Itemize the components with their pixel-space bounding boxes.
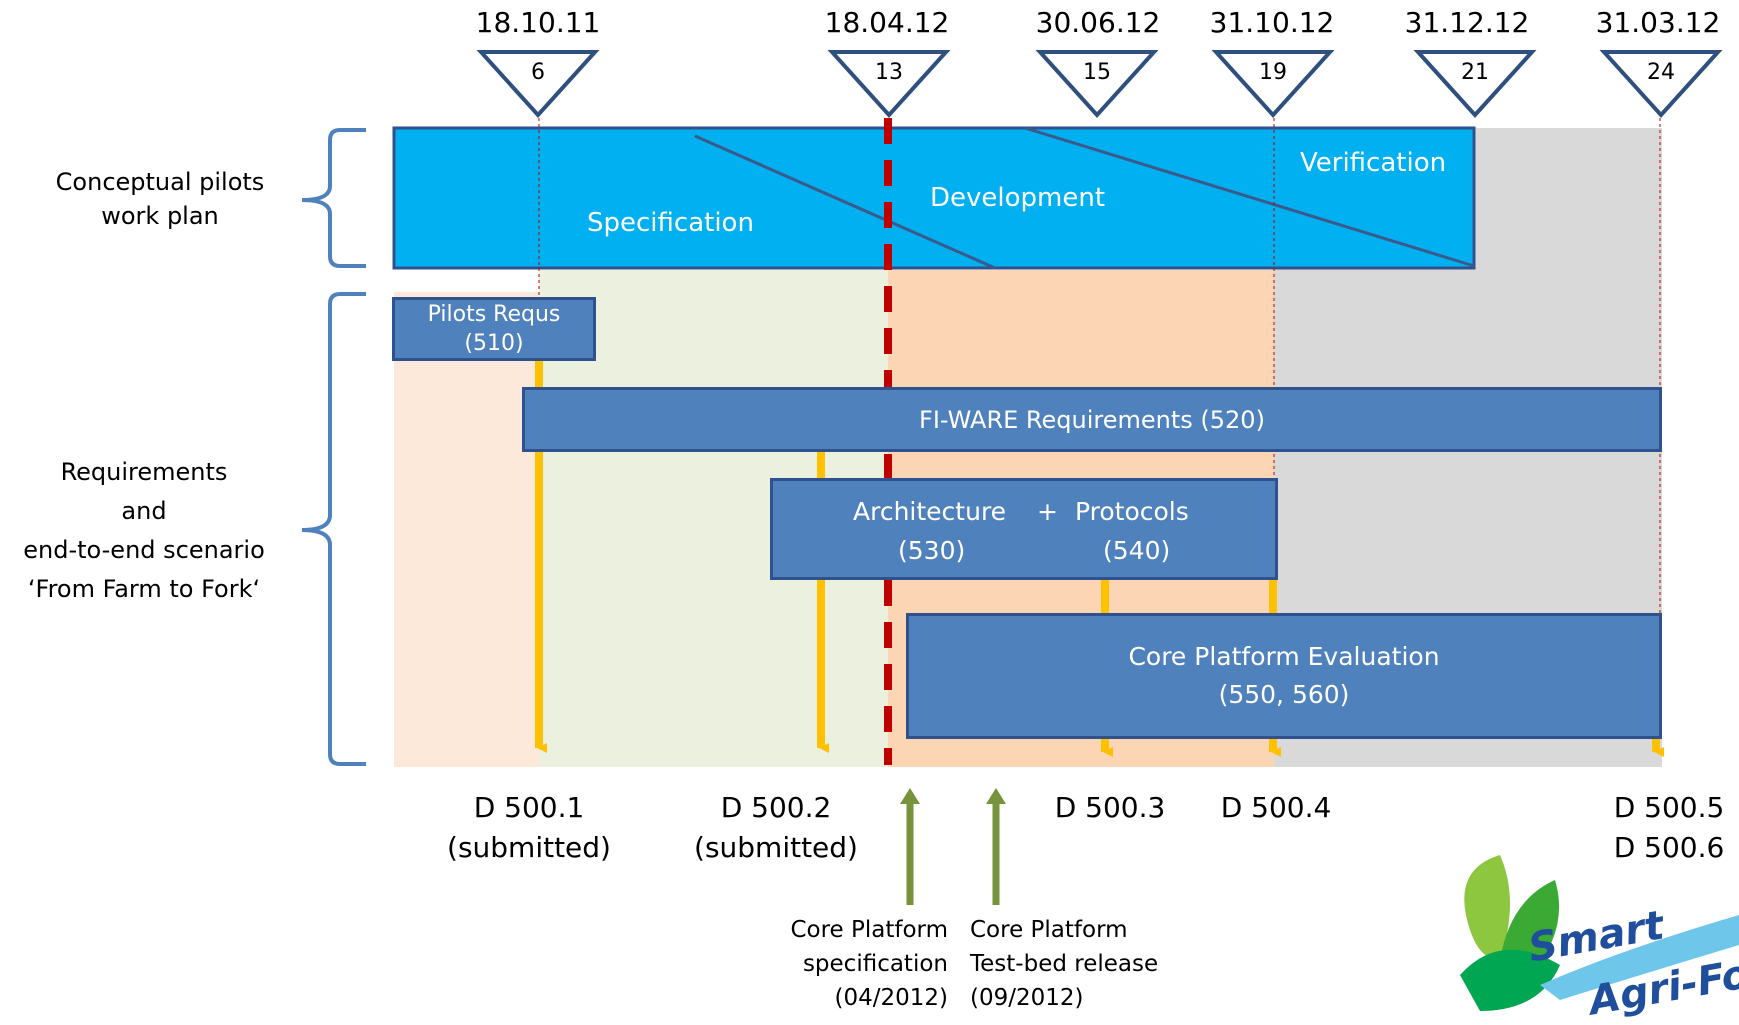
milestone-triangle-19 bbox=[1211, 50, 1335, 118]
core-platform-spec-note: Core Platform specification (04/2012) bbox=[772, 913, 948, 1015]
core-spec-arrowhead bbox=[900, 788, 920, 804]
core-spec-line2: specification bbox=[802, 951, 948, 977]
deliverable-d500-2-name: D 500.2 bbox=[720, 791, 832, 824]
task-protocols-code: (540) bbox=[1103, 536, 1171, 565]
core-platform-testbed-note: Core Platform Test-bed release (09/2012) bbox=[970, 913, 1158, 1015]
milestone-date-21: 31.12.12 bbox=[1404, 6, 1530, 39]
deliverable-d500-2: D 500.2 (submitted) bbox=[676, 788, 876, 868]
deliverable-d500-6-name: D 500.6 bbox=[1613, 831, 1725, 864]
milestone-date-19: 31.10.12 bbox=[1209, 6, 1335, 39]
core-spec-line1: Core Platform bbox=[790, 917, 948, 943]
milestone-month-13: 13 bbox=[875, 60, 903, 85]
deliverable-d500-1-status: (submitted) bbox=[447, 831, 611, 864]
milestone-triangle-13 bbox=[827, 50, 951, 118]
core-testbed-line1: Core Platform bbox=[970, 917, 1128, 943]
milestone-triangle-24 bbox=[1599, 50, 1723, 118]
task-pilots-title: Pilots Requs bbox=[427, 302, 561, 327]
milestone-triangle-6 bbox=[476, 50, 600, 118]
milestone-month-15: 15 bbox=[1083, 60, 1111, 85]
milestone-triangle-21 bbox=[1413, 50, 1537, 118]
task-core-title: Core Platform Evaluation bbox=[1128, 642, 1440, 671]
core-testbed-line3: (09/2012) bbox=[970, 985, 1084, 1011]
phase-label-development: Development bbox=[930, 183, 1106, 213]
phase-divider-1 bbox=[694, 134, 996, 270]
brace-conceptual bbox=[301, 128, 366, 268]
milestone-month-19: 19 bbox=[1259, 60, 1287, 85]
deliverable-d500-1-name: D 500.1 bbox=[473, 791, 585, 824]
core-testbed-arrowhead bbox=[986, 788, 1006, 804]
milestone-date-15: 30.06.12 bbox=[1035, 6, 1161, 39]
deliverable-d500-5-name: D 500.5 bbox=[1613, 791, 1725, 824]
deliverable-d500-3: D 500.3 bbox=[1010, 788, 1210, 828]
task-bar-pilots-requs: Pilots Requs (510) bbox=[392, 297, 596, 361]
milestone-month-24: 24 bbox=[1647, 60, 1675, 85]
milestone-triangle-15 bbox=[1035, 50, 1159, 118]
core-platform-arrows bbox=[900, 788, 1006, 905]
milestone-date-13: 18.04.12 bbox=[824, 6, 950, 39]
task-arch-title: Architecture bbox=[853, 497, 1007, 526]
deliverable-d500-4-name: D 500.4 bbox=[1220, 791, 1332, 824]
task-pilots-code: (510) bbox=[464, 331, 524, 356]
bg-phase-1 bbox=[394, 292, 539, 767]
task-bar-fiware-requirements: FI-WARE Requirements (520) bbox=[522, 387, 1662, 452]
brace-requirements bbox=[301, 292, 366, 766]
group-label-conceptual: Conceptual pilots work plan bbox=[55, 168, 265, 230]
task-protocols-title: Protocols bbox=[1075, 497, 1189, 526]
phase-label-verification: Verification bbox=[1300, 148, 1447, 178]
task-core-code: (550, 560) bbox=[1218, 680, 1350, 709]
task-arch-plus: + bbox=[1037, 497, 1058, 526]
task-arch-code: (530) bbox=[898, 536, 966, 565]
phase-divider-2 bbox=[1024, 126, 1475, 268]
core-testbed-line2: Test-bed release bbox=[970, 951, 1159, 977]
conceptual-plan-bar bbox=[392, 126, 1476, 270]
smart-agrifood-logo-graphic bbox=[1460, 855, 1739, 1011]
deliverable-d500-1: D 500.1 (submitted) bbox=[429, 788, 629, 868]
core-spec-line3: (04/2012) bbox=[834, 985, 949, 1011]
deliverable-d500-4: D 500.4 bbox=[1176, 788, 1376, 828]
task-fiware-title: FI-WARE Requirements (520) bbox=[919, 406, 1265, 434]
milestone-triangles bbox=[476, 50, 1723, 118]
milestone-date-24: 31.03.12 bbox=[1595, 6, 1721, 39]
deliverable-d500-3-name: D 500.3 bbox=[1054, 791, 1166, 824]
group-label-requirements: Requirements and end-to-end scenario ‘Fr… bbox=[23, 458, 265, 603]
task-bar-core-platform-evaluation: Core Platform Evaluation (550, 560) bbox=[906, 613, 1662, 739]
phase-label-specification: Specification bbox=[587, 208, 754, 238]
deliverable-d500-2-status: (submitted) bbox=[694, 831, 858, 864]
milestone-date-6: 18.10.11 bbox=[475, 6, 601, 39]
milestone-month-21: 21 bbox=[1461, 60, 1489, 85]
milestone-month-6: 6 bbox=[531, 60, 545, 85]
deliverable-d500-5-6: D 500.5 D 500.6 bbox=[1569, 788, 1739, 868]
task-bar-architecture-protocols: Architecture + Protocols (530) (540) bbox=[770, 478, 1278, 580]
